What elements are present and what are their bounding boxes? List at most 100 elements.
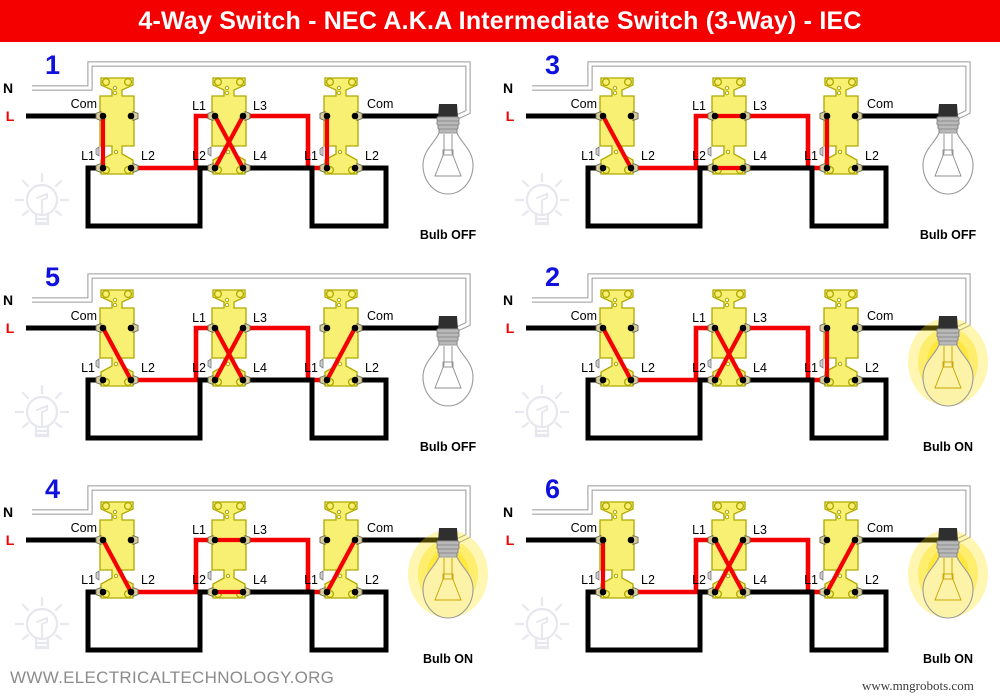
terminal-screw — [707, 374, 719, 386]
switch-plate — [707, 77, 747, 175]
sw1-l2-label: L2 — [141, 149, 155, 163]
diagram-3-svg: N L Com L1 L2 L1 L3 L2 L4 L1 L2 Com Bulb… — [503, 61, 976, 242]
terminal-screw — [819, 586, 831, 598]
terminal-screw — [851, 110, 863, 122]
neutral-label: N — [3, 80, 13, 96]
sw3-l2-label: L2 — [865, 361, 879, 375]
mid-l4-label: L4 — [753, 573, 767, 587]
terminal-screw — [239, 534, 251, 546]
mid-l3-label: L3 — [253, 311, 267, 325]
terminal-screw — [627, 534, 639, 546]
traveler-wire-1 — [131, 113, 215, 171]
light-bulb-off — [422, 316, 474, 407]
neutral-label: N — [503, 292, 513, 308]
terminal-screw — [707, 162, 719, 174]
page-title: 4-Way Switch - NEC A.K.A Intermediate Sw… — [138, 6, 862, 35]
terminal-screw — [739, 374, 751, 386]
sw1-l1-label: L1 — [581, 573, 595, 587]
diagram-6: 6 — [500, 474, 1000, 684]
sw1-com-label: Com — [571, 97, 597, 111]
mid-l4-label: L4 — [753, 361, 767, 375]
terminal-screw — [707, 110, 719, 122]
terminal-screw — [239, 586, 251, 598]
diagram-1-svg: N L Com L1 L2 L1 L3 L2 L4 L1 L2 Com Bulb… — [3, 61, 477, 242]
traveler-wire-2 — [743, 537, 827, 595]
terminal-screw — [95, 534, 107, 546]
terminal-screw — [595, 374, 607, 386]
live-label: L — [506, 108, 515, 124]
return-wire-2 — [243, 377, 389, 441]
sw3-l2-label: L2 — [865, 149, 879, 163]
terminal-screw — [819, 110, 831, 122]
sw1-com-label: Com — [71, 97, 97, 111]
sw1-l1-label: L1 — [81, 573, 95, 587]
switch-plate — [595, 289, 635, 387]
terminal-screw — [627, 110, 639, 122]
terminal-screw — [207, 162, 219, 174]
terminal-screw — [207, 586, 219, 598]
switch-plate — [95, 289, 135, 387]
mid-l3-label: L3 — [753, 311, 767, 325]
diagram-6-svg: N L Com L1 L2 L1 L3 L2 L4 L1 L2 Com Bulb… — [503, 485, 988, 666]
terminal-screw — [851, 322, 863, 334]
terminal-screw — [351, 322, 363, 334]
terminal-screw — [207, 322, 219, 334]
diagram-5: 5 — [0, 262, 500, 472]
mid-l1-label: L1 — [692, 523, 706, 537]
sw1-com-label: Com — [71, 309, 97, 323]
terminal-screw — [319, 534, 331, 546]
live-label: L — [506, 320, 515, 336]
bulb-state-label: Bulb OFF — [420, 228, 477, 242]
bulb-state-label: Bulb ON — [423, 652, 473, 666]
terminal-screw — [595, 322, 607, 334]
terminal-screw — [127, 374, 139, 386]
diagram-1: 1 — [0, 50, 500, 260]
mid-l3-label: L3 — [753, 523, 767, 537]
light-bulb-on — [908, 528, 988, 619]
sw3-com-label: Com — [867, 97, 893, 111]
terminal-screw — [319, 322, 331, 334]
return-wire-2 — [743, 589, 889, 653]
return-wire-2 — [243, 589, 389, 653]
terminal-screw — [207, 374, 219, 386]
sw1-l1-label: L1 — [81, 149, 95, 163]
switch-plate — [595, 501, 635, 599]
sw3-l1-label: L1 — [304, 149, 318, 163]
terminal-screw — [351, 374, 363, 386]
terminal-screw — [319, 374, 331, 386]
light-bulb-on — [908, 316, 988, 407]
ghost-bulb-watermark — [514, 172, 570, 226]
sw3-l2-label: L2 — [365, 573, 379, 587]
ghost-bulb-watermark — [514, 384, 570, 438]
terminal-screw — [595, 162, 607, 174]
terminal-screw — [127, 586, 139, 598]
mid-l2-label: L2 — [192, 149, 206, 163]
sw3-com-label: Com — [367, 309, 393, 323]
sw3-com-label: Com — [867, 521, 893, 535]
switch-plate — [207, 501, 247, 599]
mid-l1-label: L1 — [192, 99, 206, 113]
mid-l4-label: L4 — [253, 573, 267, 587]
terminal-screw — [627, 322, 639, 334]
traveler-wire-1 — [131, 537, 215, 595]
ghost-bulb-watermark — [14, 596, 70, 650]
neutral-wire — [32, 61, 471, 121]
sw1-l1-label: L1 — [581, 149, 595, 163]
diagram-4-svg: N L Com L1 L2 L1 L3 L2 L4 L1 L2 Com Bulb… — [3, 485, 488, 666]
sw3-l1-label: L1 — [804, 573, 818, 587]
mid-l3-label: L3 — [753, 99, 767, 113]
terminal-screw — [127, 110, 139, 122]
ghost-bulb-watermark — [514, 596, 570, 650]
neutral-label: N — [503, 504, 513, 520]
sw1-l2-label: L2 — [641, 573, 655, 587]
terminal-screw — [351, 586, 363, 598]
return-wire-1 — [585, 589, 715, 653]
sw1-l2-label: L2 — [141, 573, 155, 587]
terminal-screw — [319, 162, 331, 174]
neutral-label: N — [3, 504, 13, 520]
mid-l4-label: L4 — [253, 149, 267, 163]
sw3-com-label: Com — [367, 521, 393, 535]
traveler-wire-2 — [743, 325, 827, 383]
sw3-l2-label: L2 — [365, 149, 379, 163]
traveler-wire-1 — [631, 113, 715, 171]
